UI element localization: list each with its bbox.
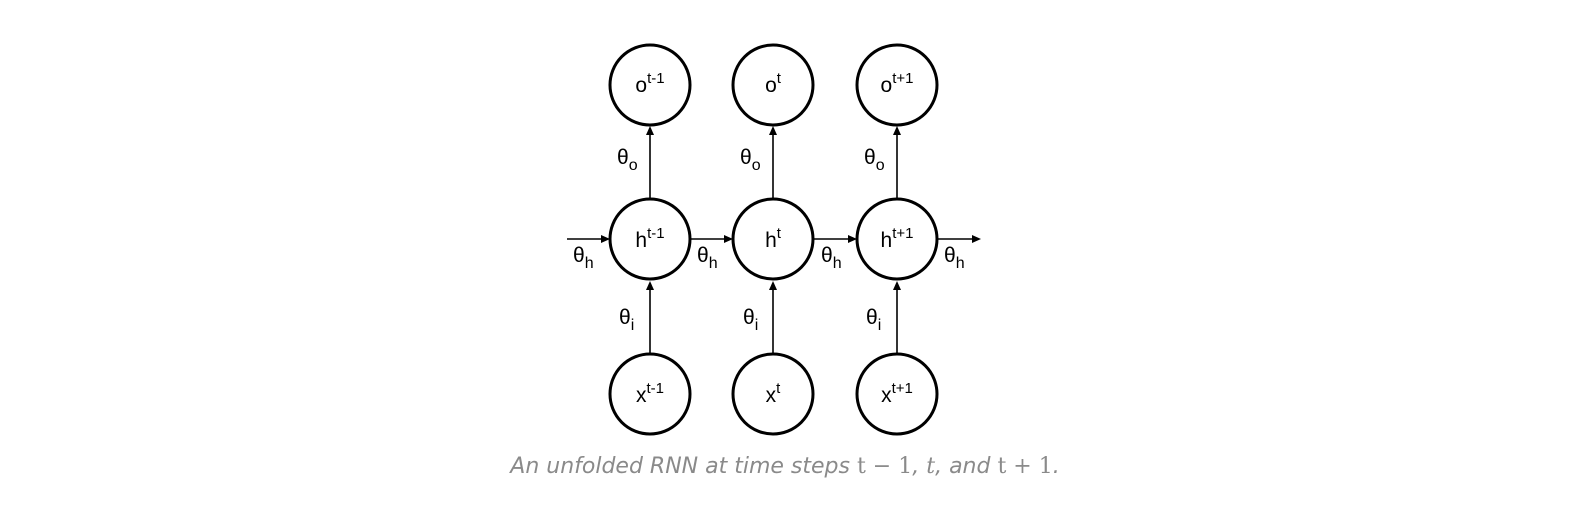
- input-arrowhead-1: [646, 281, 654, 290]
- caption-separator: , and: [935, 454, 998, 479]
- hidden-node-t: ht: [731, 197, 815, 281]
- hidden-out-arrowhead: [972, 235, 981, 243]
- output-node-t-minus-1: ot-1: [608, 43, 692, 127]
- input-node-circle: [731, 352, 815, 436]
- caption-separator: ,: [912, 454, 927, 479]
- input-node-label: xt: [766, 380, 782, 407]
- hidden-arrowhead-2: [848, 235, 857, 243]
- output-arrowhead-3: [893, 126, 901, 135]
- hidden-node-label: ht-1: [635, 225, 664, 252]
- hidden-in-arrowhead: [601, 235, 610, 243]
- input-node-label: xt-1: [636, 380, 664, 407]
- hidden-node-t-minus-1: ht-1: [608, 197, 692, 281]
- hidden-node-t-plus-1: ht+1: [855, 197, 939, 281]
- theta-o-label: θo: [740, 146, 761, 174]
- theta-i-label: θi: [619, 306, 634, 334]
- output-node-circle: [731, 43, 815, 127]
- output-node-t-plus-1: ot+1: [855, 43, 939, 127]
- input-node-t-plus-1: xt+1: [855, 352, 939, 436]
- caption-suffix: .: [1052, 454, 1060, 479]
- output-node-label: ot+1: [881, 70, 914, 97]
- caption-expr-t: t: [926, 454, 936, 479]
- hidden-node-label: ht+1: [881, 225, 914, 252]
- input-node-label: xt+1: [881, 380, 913, 407]
- input-node-t: xt: [731, 352, 815, 436]
- input-arrowhead-3: [893, 281, 901, 290]
- caption-expr-t-minus-1: t − 1: [856, 454, 913, 479]
- output-node-label: ot: [765, 70, 782, 97]
- theta-o-label: θo: [864, 146, 885, 174]
- output-arrowhead-1: [646, 126, 654, 135]
- theta-h-label: θh: [573, 244, 594, 272]
- theta-i-label: θi: [743, 306, 758, 334]
- hidden-node-circle: [855, 197, 939, 281]
- output-node-circle: [855, 43, 939, 127]
- theta-o-label: θo: [617, 146, 638, 174]
- input-node-circle: [855, 352, 939, 436]
- hidden-node-circle: [731, 197, 815, 281]
- output-node-label: ot-1: [635, 70, 664, 97]
- output-node-t: ot: [731, 43, 815, 127]
- input-arrowhead-2: [769, 281, 777, 290]
- hidden-node-label: ht: [765, 225, 782, 252]
- caption-expr-t-plus-1: t + 1: [997, 454, 1053, 479]
- theta-h-label: θh: [944, 244, 965, 272]
- figure-caption: An unfolded RNN at time steps t − 1, t, …: [0, 454, 1570, 479]
- theta-h-label: θh: [697, 244, 718, 272]
- output-node-circle: [608, 43, 692, 127]
- hidden-arrowhead-1: [724, 235, 733, 243]
- input-node-t-minus-1: xt-1: [608, 352, 692, 436]
- caption-prefix: An unfolded RNN at time steps: [510, 454, 857, 479]
- theta-i-label: θi: [866, 306, 881, 334]
- output-arrowhead-2: [769, 126, 777, 135]
- theta-h-label: θh: [821, 244, 842, 272]
- input-node-circle: [608, 352, 692, 436]
- hidden-node-circle: [608, 197, 692, 281]
